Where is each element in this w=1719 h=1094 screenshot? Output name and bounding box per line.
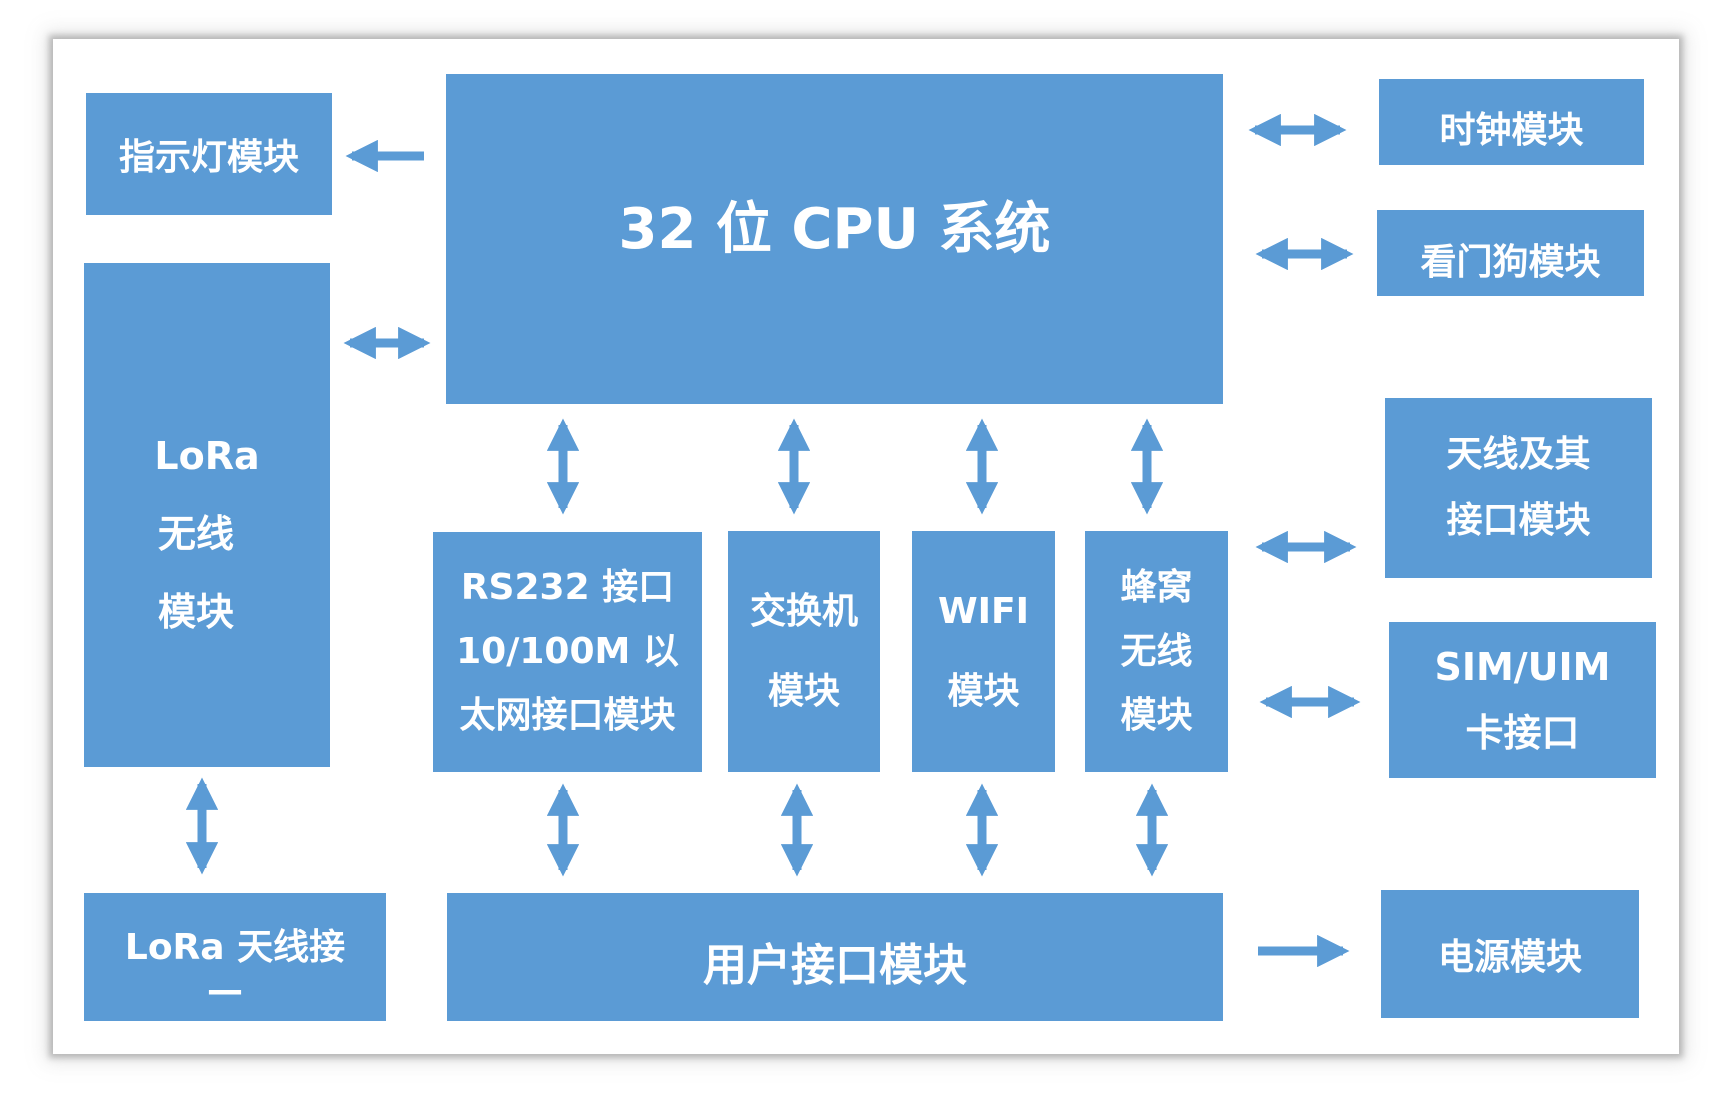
lora-wireless-label-1: LoRa — [154, 434, 260, 478]
rs232-label-2: 10/100M 以 — [456, 631, 679, 672]
lora-wireless-label-2: 无线 — [157, 512, 234, 556]
user-interface-label: 用户接口模块 — [703, 940, 967, 991]
indicator-module-box: 指示灯模块 — [86, 93, 332, 215]
watchdog-module-label: 看门狗模块 — [1420, 242, 1601, 283]
switch-label-1: 交换机 — [749, 590, 858, 632]
lora-antenna-label-1: LoRa 天线接 — [124, 927, 346, 968]
indicator-module-label: 指示灯模块 — [118, 137, 299, 178]
clock-module-box: 时钟模块 — [1379, 79, 1644, 165]
antenna-module-label-2: 接口模块 — [1446, 500, 1591, 541]
cellular-module-box: 蜂窝 无线 模块 — [1085, 531, 1228, 772]
lora-antenna-label-2: — — [207, 970, 243, 1011]
cellular-label-3: 模块 — [1120, 694, 1193, 736]
power-module-label: 电源模块 — [1437, 937, 1582, 978]
antenna-module-box: 天线及其 接口模块 — [1385, 398, 1652, 578]
cellular-label-2: 无线 — [1120, 630, 1193, 672]
switch-module-box: 交换机 模块 — [728, 531, 880, 772]
sim-interface-box: SIM/UIM 卡接口 — [1389, 622, 1656, 778]
cellular-label-1: 蜂窝 — [1120, 566, 1193, 608]
clock-module-label: 时钟模块 — [1439, 110, 1584, 151]
power-module-box: 电源模块 — [1381, 890, 1639, 1018]
switch-label-2: 模块 — [767, 670, 840, 712]
lora-wireless-module-box: LoRa 无线 模块 — [84, 263, 330, 767]
sim-interface-label-2: 卡接口 — [1465, 711, 1580, 755]
cpu-system-box: 32 位 CPU 系统 — [446, 74, 1223, 404]
antenna-module-label-1: 天线及其 — [1446, 434, 1591, 475]
watchdog-module-box: 看门狗模块 — [1377, 210, 1644, 296]
sim-interface-label-1: SIM/UIM — [1434, 645, 1611, 689]
wifi-label-2: 模块 — [947, 670, 1020, 712]
wifi-module-box: WIFI 模块 — [912, 531, 1055, 772]
rs232-label-1: RS232 接口 — [460, 567, 675, 608]
user-interface-box: 用户接口模块 — [447, 893, 1223, 1021]
rs232-ethernet-box: RS232 接口 10/100M 以 太网接口模块 — [433, 532, 702, 772]
rs232-label-3: 太网接口模块 — [459, 695, 676, 736]
cpu-system-label: 32 位 CPU 系统 — [618, 196, 1051, 262]
wifi-label-1: WIFI — [937, 590, 1030, 632]
lora-antenna-box: LoRa 天线接 — — [84, 893, 386, 1021]
lora-wireless-label-3: 模块 — [157, 590, 234, 634]
